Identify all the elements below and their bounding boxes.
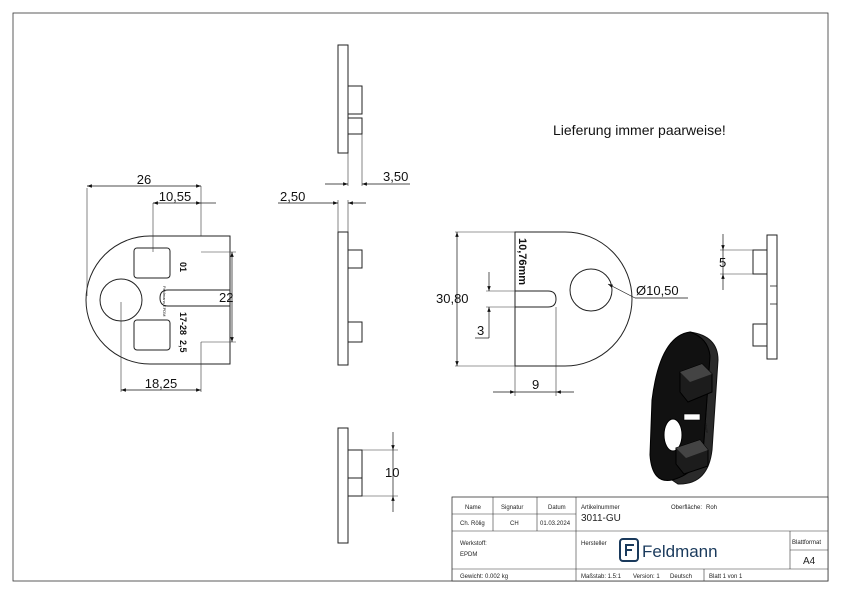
drawing-frame <box>12 12 829 582</box>
feldmann-logo: Feldmann <box>619 538 718 562</box>
tb-artikel-label: Artikelnummer <box>581 505 620 511</box>
tb-massstab: Maßstab: 1.5:1 <box>581 574 622 580</box>
engraving-01: 01 <box>178 262 188 272</box>
tb-blattformat-label: Blattformat <box>792 540 821 546</box>
back-view: 10,76mm 30,80 3 9 Ø10,50 <box>436 231 688 396</box>
iso-view: Feldmann <box>649 331 719 485</box>
front-view-slot <box>159 289 230 307</box>
front-view-pocket-top <box>133 247 171 279</box>
tb-signatur-value: CH <box>510 521 519 527</box>
tb-datum-value: 01.03.2024 <box>540 521 571 527</box>
dim-26: 26 <box>137 172 151 187</box>
tb-blattformat-value: A4 <box>803 556 816 567</box>
dim-3: 3 <box>477 323 484 338</box>
dim-2-50: 2,50 <box>280 189 305 204</box>
side-view-top: 3,50 <box>325 44 410 186</box>
tb-blatt: Blatt 1 von 1 <box>709 574 743 580</box>
tb-werkstoff-label: Werkstoff: <box>460 541 487 547</box>
front-view-outline <box>85 235 231 365</box>
tb-oberflaeche-value: Roh <box>706 505 717 511</box>
dim-22: 22 <box>219 290 233 305</box>
back-view-slot <box>515 290 557 308</box>
tb-signatur-label: Signatur <box>501 505 523 511</box>
tb-name-value: Ch. Rölig <box>460 521 485 527</box>
dim-3-50: 3,50 <box>383 169 408 184</box>
dim-10: 10 <box>385 465 399 480</box>
tb-oberflaeche-label: Oberfläche: <box>671 505 702 511</box>
engraving-17-28: 17-28 <box>178 312 188 335</box>
dim-30-80: 30,80 <box>436 291 469 306</box>
front-view-pocket-bottom <box>133 319 171 351</box>
title-block: Name Signatur Datum Ch. Rölig CH 01.03.2… <box>451 496 829 582</box>
tb-sprache: Deutsch <box>670 574 692 580</box>
tb-artikel-value: 3011-GU <box>581 513 621 524</box>
iso-engraving: Feldmann <box>703 419 709 433</box>
back-view-hole <box>569 268 613 312</box>
engraving-brand: Feldmann EPDM <box>162 286 167 316</box>
delivery-note: Lieferung immer paarweise! <box>553 122 726 138</box>
dim-5: 5 <box>719 255 726 270</box>
engraving-2-5: 2,5 <box>178 340 188 353</box>
right-view: 5 <box>719 234 778 360</box>
tb-version: Version: 1 <box>633 574 660 580</box>
tb-name-label: Name <box>465 505 482 511</box>
tb-gewicht: Gewicht: 0.002 kg <box>460 574 508 580</box>
tb-werkstoff-value: EPDM <box>460 552 477 558</box>
side-view-middle: 2,50 <box>278 189 366 366</box>
logo-text: Feldmann <box>642 542 718 561</box>
engraving-10-76mm: 10,76mm <box>516 238 528 285</box>
dim-18-25: 18,25 <box>145 376 178 391</box>
dim-10-55: 10,55 <box>159 189 192 204</box>
tb-datum-label: Datum <box>548 505 566 511</box>
front-view: 01 17-28 2,5 Feldmann EPDM 26 10,55 22 1… <box>85 172 236 392</box>
dim-dia-10-50: Ø10,50 <box>636 283 679 298</box>
dim-9: 9 <box>532 377 539 392</box>
side-view-bottom: 10 <box>337 427 399 544</box>
tb-hersteller-label: Hersteller <box>581 541 607 547</box>
